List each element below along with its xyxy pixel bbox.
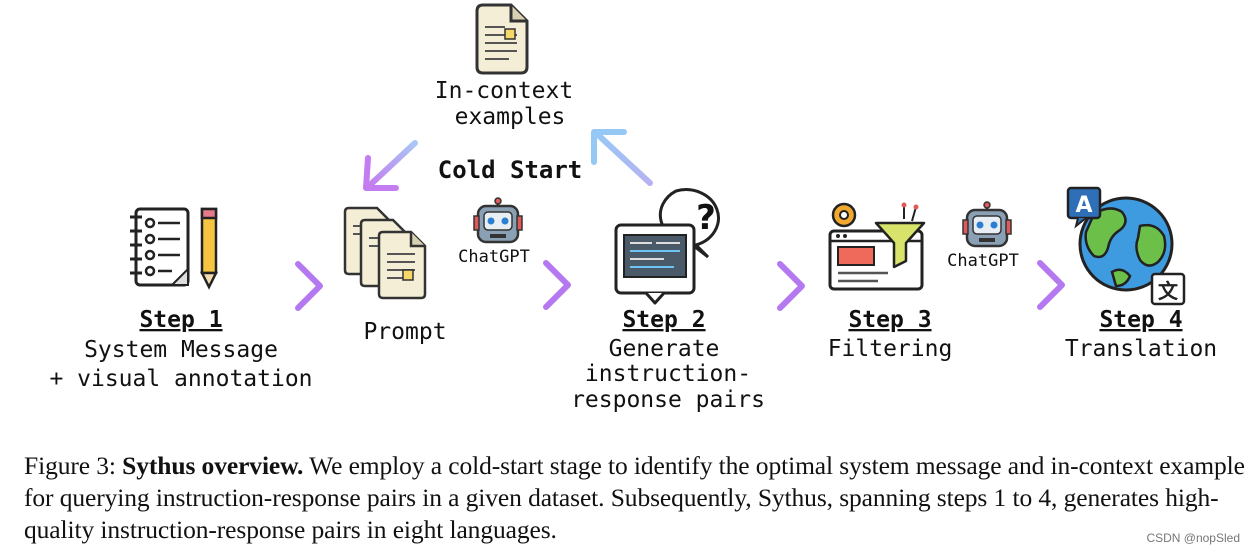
in-context-label: In-context (435, 78, 573, 104)
watermark: CSDN @nopSled (1146, 531, 1240, 545)
computer-question-icon: ? (614, 188, 720, 305)
filter-browser-icon (828, 202, 926, 291)
chatgpt-label-1: ChatGPT (458, 247, 530, 267)
examples-label: examples (455, 104, 566, 130)
robot-icon (962, 201, 1012, 248)
translate-a-icon: A (1075, 193, 1092, 218)
arrow-to-prompt (363, 140, 418, 191)
step3-title: Step 3 (848, 307, 931, 333)
cold-start-label: Cold Start (438, 156, 583, 184)
arrow-step3-to-step4 (957, 260, 1065, 310)
translate-wen-icon: 文 (1158, 279, 1179, 303)
step2-line2: instruction- (585, 361, 751, 387)
step2-title: Step 2 (622, 307, 705, 333)
chatgpt-label-2: ChatGPT (947, 251, 1019, 271)
arrow-to-in-context (591, 129, 653, 186)
prompt-documents-icon (343, 206, 427, 300)
step3-line1: Filtering (828, 336, 953, 362)
arrow-step1-to-prompt (239, 261, 323, 311)
step1-title: Step 1 (139, 307, 222, 333)
step4-line1: Translation (1065, 336, 1217, 362)
step1-line1: System Message (84, 337, 278, 363)
step1-line2: + visual annotation (49, 366, 312, 392)
question-mark-icon: ? (696, 198, 716, 238)
figure-caption: Figure 3: Sythus overview. We employ a c… (24, 450, 1249, 546)
prompt-label: Prompt (363, 319, 446, 345)
caption-body: We employ a cold-start stage to identify… (24, 451, 1245, 544)
arrow-step2-to-step3 (721, 261, 805, 311)
sythus-diagram: In-context examples Cold Start Step 1 Sy… (49, 3, 1217, 413)
checklist-notepad-icon (130, 207, 219, 290)
step2-line3: response pairs (571, 387, 765, 413)
caption-prefix: Figure 3: (24, 451, 123, 480)
globe-translation-icon: A 文 (1066, 186, 1186, 306)
step2-line1: Generate (609, 336, 720, 362)
document-icon (475, 3, 529, 75)
robot-icon (473, 197, 523, 244)
step4-title: Step 4 (1099, 307, 1182, 333)
caption-bold-title: Sythus overview. (122, 451, 304, 480)
arrow-prompt-to-step2 (459, 260, 571, 310)
